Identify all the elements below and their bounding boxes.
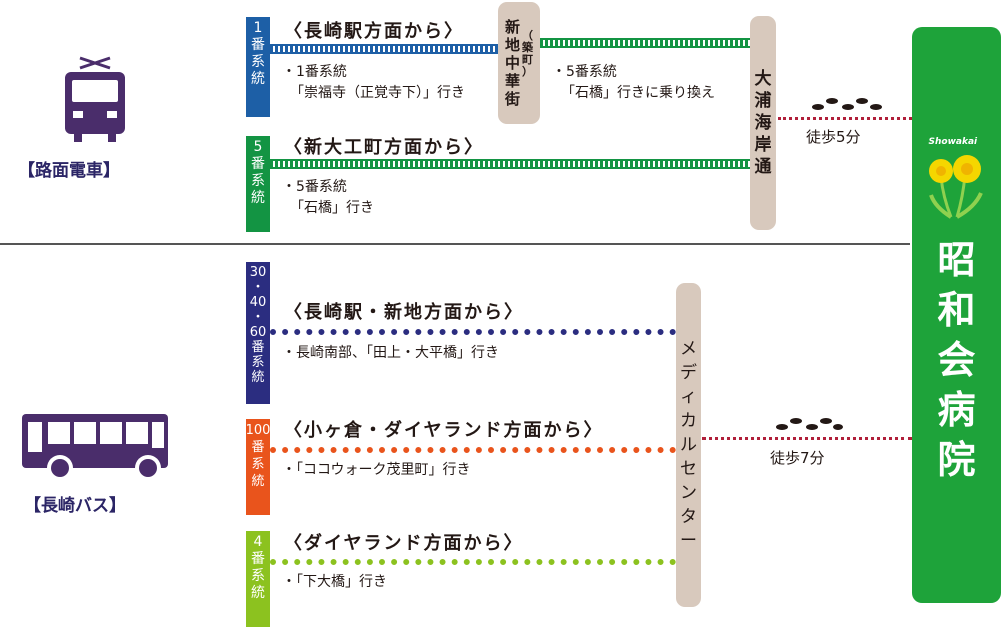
route-1-note-2: 「崇福寺（正覚寺下）」行き bbox=[290, 85, 465, 101]
route-1-line bbox=[270, 44, 498, 54]
tram-icon bbox=[60, 56, 130, 150]
route-5-line bbox=[270, 159, 750, 169]
bus-route-4-heading: 〈ダイヤランド方面から〉 bbox=[284, 533, 524, 554]
transfer-note-2: 「石橋」行きに乗り換え bbox=[561, 85, 715, 101]
walk-7-label: 徒歩7分 bbox=[770, 449, 825, 467]
section-divider bbox=[0, 243, 910, 245]
route-5-heading: 〈新大工町方面から〉 bbox=[284, 137, 484, 158]
stop-medical-center: メディカルセンター bbox=[676, 283, 701, 607]
walk-7-line bbox=[702, 437, 912, 440]
bus-route-100-heading: 〈小ヶ倉・ダイヤランド方面から〉 bbox=[284, 420, 604, 441]
transfer-line bbox=[540, 38, 750, 48]
bus-route-30-40-60-note: ・長崎南部、「田上・大平橋」行き bbox=[282, 345, 499, 361]
dandelion-icon bbox=[928, 155, 983, 219]
walk-5-line bbox=[778, 117, 912, 120]
bus-route-30-40-60-line bbox=[270, 329, 676, 335]
transfer-stop-shinchi: 新地中華街 （築町） bbox=[498, 2, 540, 124]
route-5-note-2: 「石橋」行き bbox=[290, 200, 374, 216]
bus-route-100-note: ・「ココウォーク茂里町」行き bbox=[282, 462, 471, 478]
tram-label: 【路面電車】 bbox=[18, 161, 120, 181]
route-1-note-1: ・1番系統 bbox=[282, 64, 347, 80]
bus-label: 【長崎バス】 bbox=[24, 496, 126, 516]
bus-icon bbox=[20, 412, 170, 488]
route-5-note-1: ・5番系統 bbox=[282, 179, 347, 195]
bus-route-100-line bbox=[270, 447, 676, 453]
bus-route-4-line bbox=[270, 559, 676, 565]
transfer-note-1: ・5番系統 bbox=[552, 64, 617, 80]
footprints-icon-bus bbox=[774, 416, 844, 436]
stop-oura-kaigan-dori: 大浦海岸通 bbox=[750, 16, 776, 230]
hospital-name: 昭和会病院 bbox=[937, 238, 976, 482]
hospital-logo: Showakai bbox=[921, 137, 993, 227]
bus-route-30-40-60-heading: 〈長崎駅・新地方面から〉 bbox=[284, 302, 524, 323]
hospital-block: Showakai 昭和会病院 bbox=[912, 27, 1001, 603]
bus-route-4-note: ・「下大橋」行き bbox=[282, 574, 387, 590]
walk-5-label: 徒歩5分 bbox=[806, 128, 861, 146]
route-1-heading: 〈長崎駅方面から〉 bbox=[284, 21, 464, 42]
footprints-icon bbox=[810, 96, 886, 116]
hospital-logo-text: Showakai bbox=[928, 137, 978, 147]
